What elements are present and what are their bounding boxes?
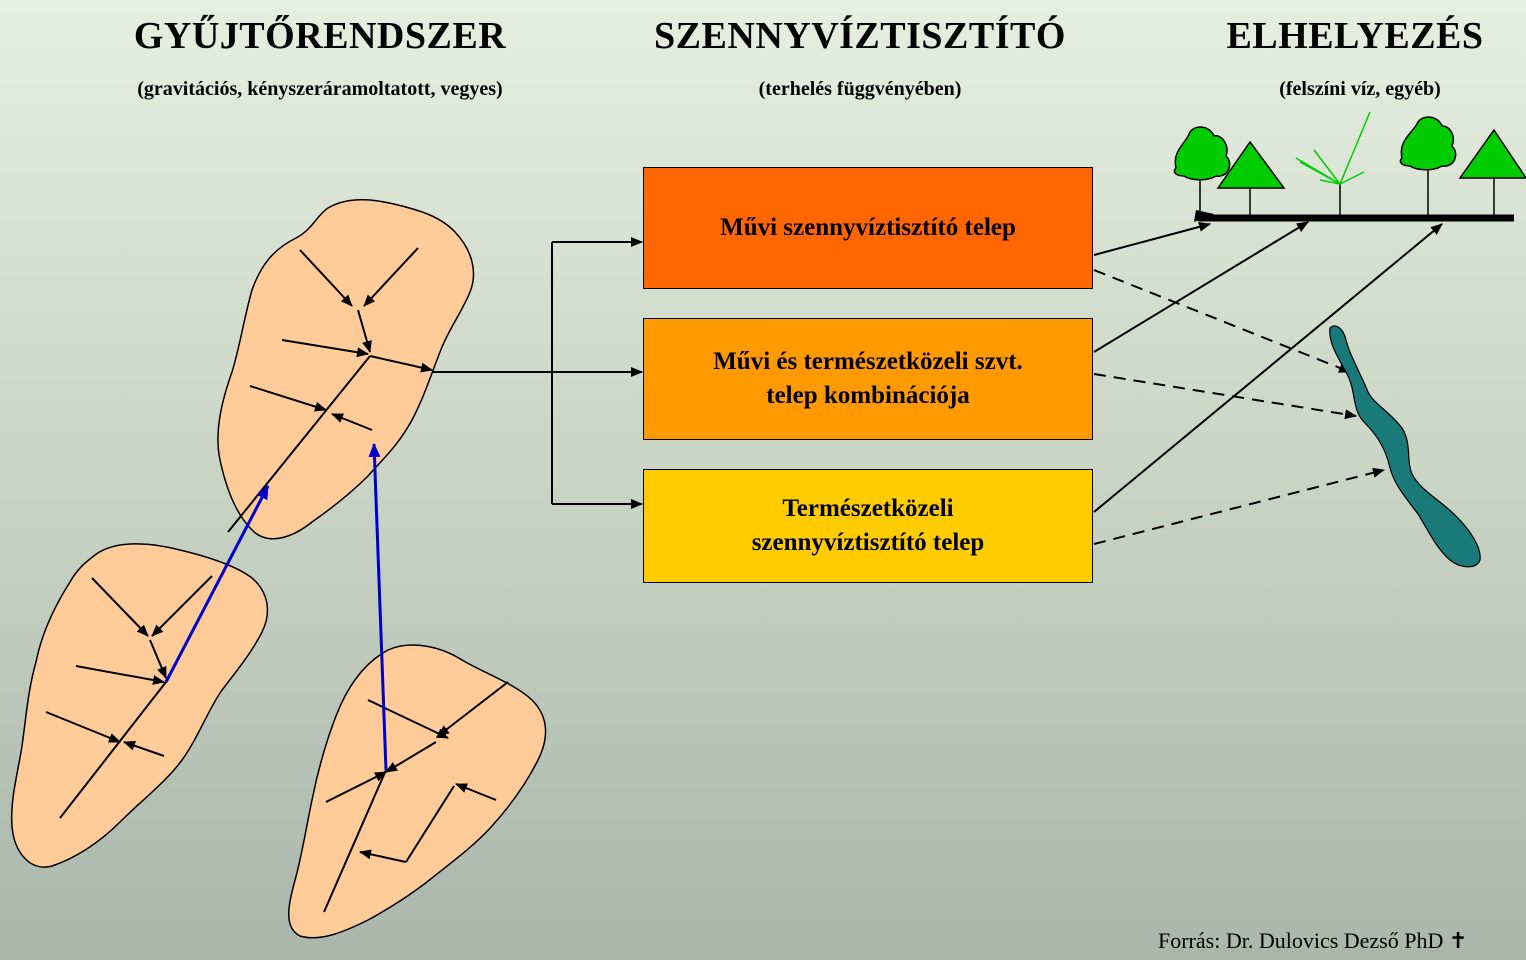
treatment-title: SZENNYVÍZTISZTÍTÓ bbox=[654, 15, 1066, 57]
pine-tree-icon bbox=[1458, 128, 1526, 218]
tree-icon bbox=[1173, 126, 1231, 218]
natural-treatment-line2: szennyvíztisztító telep bbox=[751, 529, 985, 556]
artificial-treatment-box: Művi szennyvíztisztító telep bbox=[643, 167, 1093, 289]
combined-treatment-line1: Művi és természetközeli szvt. bbox=[713, 348, 1023, 376]
pine-tree-icon bbox=[1216, 140, 1286, 218]
disposal-title: ELHELYEZÉS bbox=[1226, 15, 1484, 57]
artificial-treatment-label: Művi szennyvíztisztító telep bbox=[720, 214, 1016, 242]
treatment-subtitle: (terhelés függvényében) bbox=[758, 78, 962, 100]
catchment-left bbox=[10, 543, 269, 868]
catchment-area-1 bbox=[217, 199, 475, 540]
ground-surface bbox=[1194, 210, 1514, 222]
lake-icon bbox=[1329, 325, 1481, 568]
transfer-arrow-right bbox=[368, 443, 388, 771]
outflow-dashed bbox=[1093, 269, 1385, 545]
natural-treatment-box: Természetközeli szennyvíztisztító telep bbox=[643, 469, 1093, 583]
catchment-main bbox=[217, 199, 475, 540]
catchment-area-3 bbox=[288, 644, 547, 939]
collection-subtitle: (gravitációs, kényszeráramoltatott, vegy… bbox=[137, 78, 503, 100]
transfer-arrows bbox=[164, 443, 388, 771]
vegetation bbox=[1173, 111, 1526, 218]
collection-title: GYŰJTŐRENDSZER bbox=[133, 15, 507, 57]
transfer-arrow-left bbox=[164, 485, 270, 683]
combined-treatment-box: Művi és természetközeli szvt. telep komb… bbox=[643, 318, 1093, 440]
grass-icon bbox=[1295, 111, 1371, 218]
tree-icon bbox=[1399, 116, 1457, 218]
disposal-subtitle: (felszíni víz, egyéb) bbox=[1279, 78, 1441, 100]
catchment-area-2 bbox=[10, 543, 269, 868]
distribution-lines bbox=[432, 237, 643, 509]
source-credit: Forrás: Dr. Dulovics Dezső PhD ✝ bbox=[1158, 928, 1468, 953]
natural-treatment-line1: Természetközeli bbox=[782, 495, 954, 523]
outflow-solid bbox=[1093, 221, 1443, 513]
catchment-right bbox=[288, 644, 547, 939]
combined-treatment-line2: telep kombinációja bbox=[766, 382, 970, 409]
